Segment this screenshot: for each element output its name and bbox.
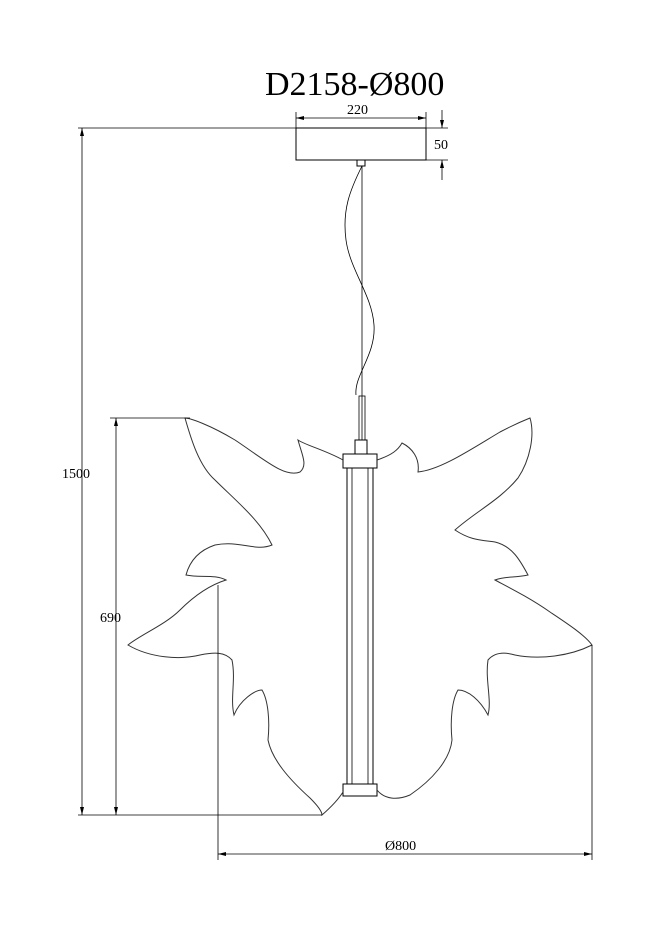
diameter-label: Ø800 (385, 839, 416, 854)
shade-height-label: 690 (100, 611, 121, 626)
suspension-cable (344, 165, 375, 441)
light-tube (342, 439, 378, 797)
shade-height-dimension: 690 (100, 417, 190, 815)
total-height-label: 1500 (62, 467, 90, 482)
canopy-width-label: 220 (347, 103, 368, 118)
canopy (295, 127, 427, 167)
drawing-title: D2158-Ø800 (265, 66, 444, 103)
total-height-dimension: 1500 (62, 127, 322, 816)
canopy-height-dimension: 50 (426, 110, 448, 180)
canopy-height-label: 50 (434, 138, 448, 153)
canopy-width-dimension: 220 (295, 103, 427, 128)
diameter-dimension: Ø800 (217, 585, 593, 860)
leaf-shade-outline (127, 417, 593, 817)
